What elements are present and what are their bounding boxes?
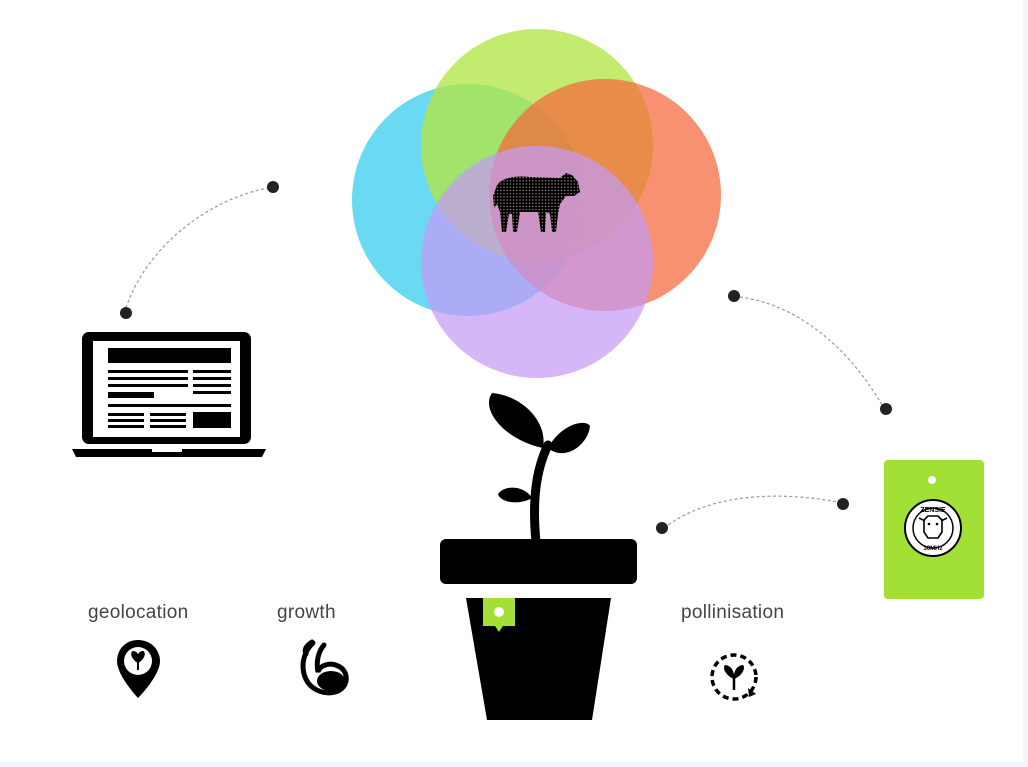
growth-icon	[300, 639, 349, 696]
connector-pot-tag	[663, 495, 839, 529]
connector-dots	[120, 181, 892, 534]
connector-dot	[120, 307, 132, 319]
venn-diagram	[352, 29, 721, 378]
connector-dot	[837, 498, 849, 510]
geolocation-icon	[117, 640, 160, 698]
connector-cloud-tag	[739, 296, 883, 406]
cow-icon	[493, 173, 580, 232]
venn-circle-purple	[421, 146, 653, 378]
connectors	[125, 187, 883, 529]
connector-dot	[656, 522, 668, 534]
laptop-icon	[72, 332, 266, 457]
pollinisation-icon	[710, 653, 758, 701]
tag-frequency-text: 30MHz	[923, 546, 942, 552]
pot-sensor-badge	[483, 598, 515, 632]
plant-pot-icon	[440, 393, 637, 720]
feature-label-growth: growth	[277, 602, 336, 623]
bottom-edge	[0, 762, 1028, 767]
connector-dot	[728, 290, 740, 302]
sensor-tag-icon: ZENSIE 30MHz	[884, 460, 984, 599]
connector-dot	[880, 403, 892, 415]
feature-label-pollinisation: pollinisation	[681, 602, 785, 623]
right-edge	[1023, 0, 1028, 767]
connector-dot	[267, 181, 279, 193]
feature-label-geolocation: geolocation	[88, 602, 189, 623]
connector-laptop-cloud	[125, 187, 269, 309]
tag-brand-text: ZENSIE	[920, 507, 946, 514]
